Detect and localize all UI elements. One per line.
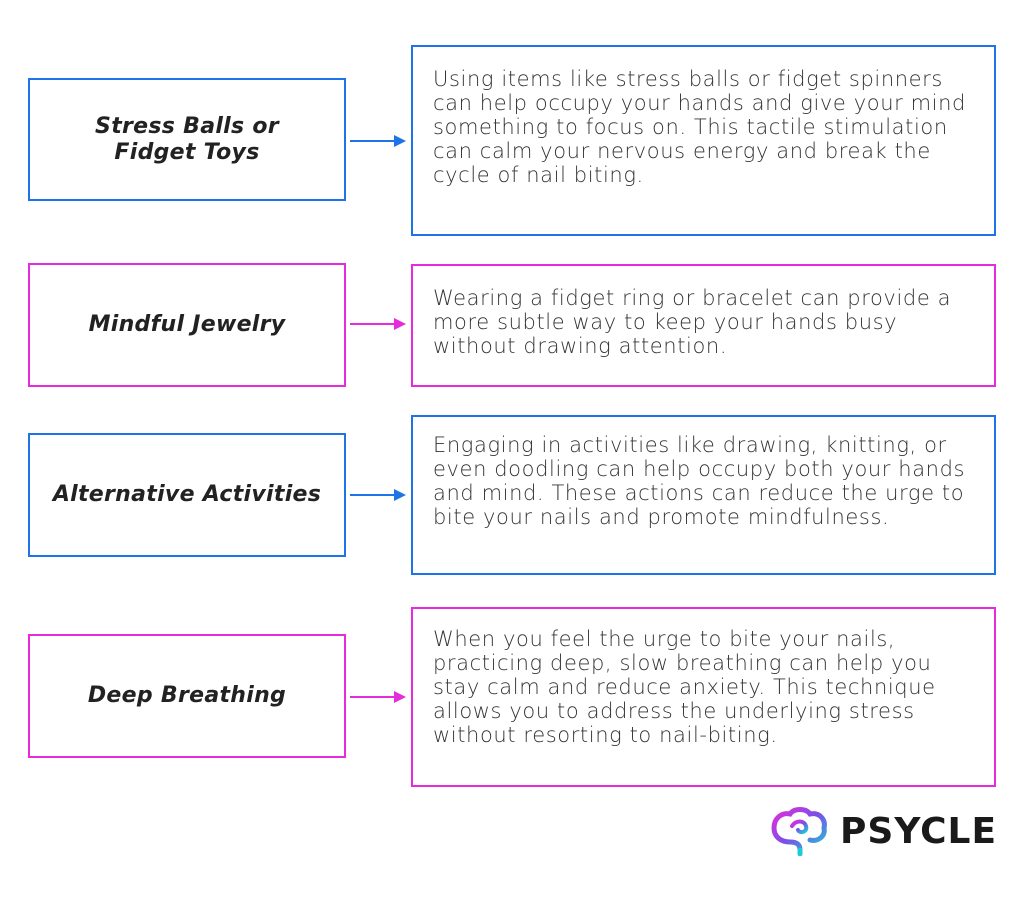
item-description-box-stress-balls: Using items like stress balls or fidget … xyxy=(411,45,996,236)
item-title-box-deep-breathing: Deep Breathing xyxy=(28,634,346,758)
item-description: Wearing a fidget ring or bracelet can pr… xyxy=(433,286,952,358)
item-title-box-alternative-activities: Alternative Activities xyxy=(28,433,346,557)
brand-name: PSYCLE xyxy=(840,810,998,852)
item-title: Mindful Jewelry xyxy=(88,312,286,337)
brand-logo: PSYCLE xyxy=(770,806,997,856)
arrow-right-icon xyxy=(350,318,406,330)
item-title-box-mindful-jewelry: Mindful Jewelry xyxy=(28,263,346,387)
item-title-box-stress-balls: Stress Balls or Fidget Toys xyxy=(28,78,346,201)
arrow-right-icon xyxy=(350,135,406,147)
item-title: Alternative Activities xyxy=(52,482,322,507)
arrow-right-icon xyxy=(350,691,406,703)
item-description: Using items like stress balls or fidget … xyxy=(433,67,966,187)
item-description-box-alternative-activities: Engaging in activities like drawing, kni… xyxy=(411,415,996,575)
item-description: When you feel the urge to bite your nail… xyxy=(433,627,936,747)
arrow-right-icon xyxy=(350,489,406,501)
item-description: Engaging in activities like drawing, kni… xyxy=(433,433,966,529)
item-description-box-mindful-jewelry: Wearing a fidget ring or bracelet can pr… xyxy=(411,264,996,387)
item-description-box-deep-breathing: When you feel the urge to bite your nail… xyxy=(411,607,996,787)
brain-logo-icon xyxy=(771,807,827,856)
item-title: Deep Breathing xyxy=(87,683,287,708)
item-title: Stress Balls or Fidget Toys xyxy=(95,113,279,165)
